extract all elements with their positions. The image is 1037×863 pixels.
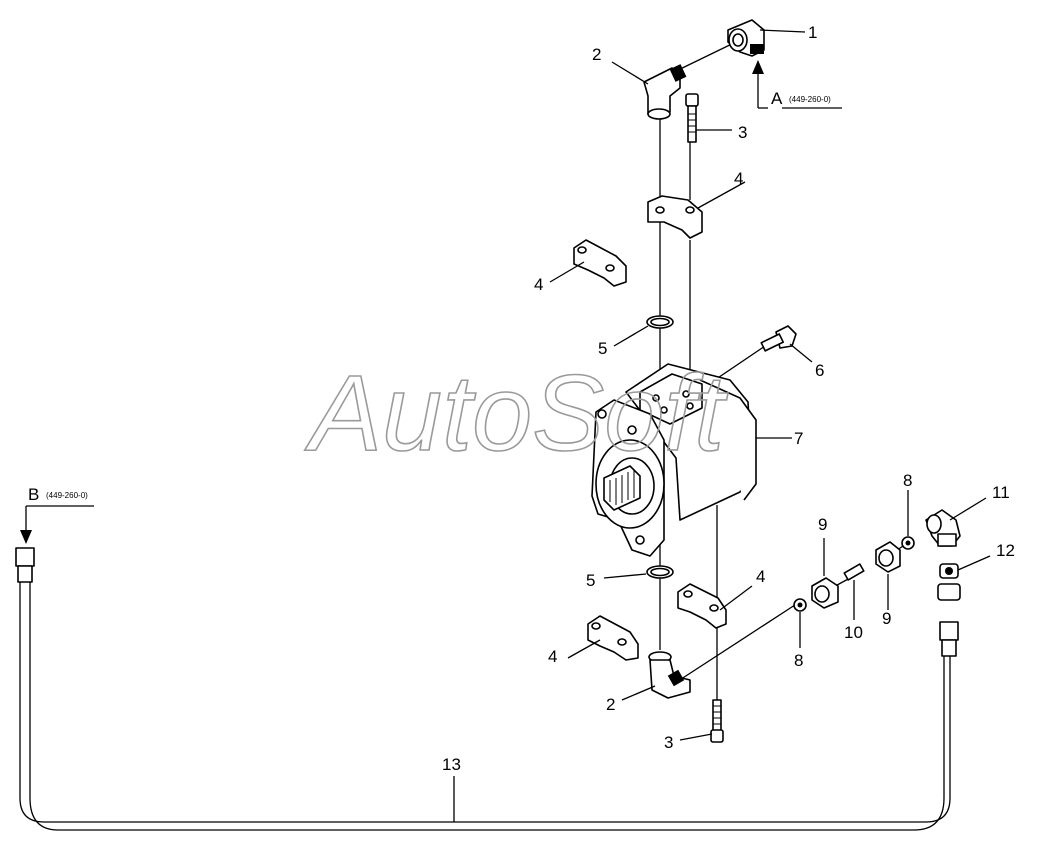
part-1-elbow-fitting [727,19,806,57]
part-4-clamp-left-lower [567,615,639,661]
part-4-clamp-top [647,181,746,239]
part-9-nut-upper [875,541,901,610]
ref-a-code: (449-260-0) [789,95,831,104]
callout-13: 13 [442,755,461,774]
callout-5: 5 [598,339,607,358]
part-3-bolt-top [685,93,732,143]
part-5-o-ring-bottom [603,565,674,579]
callout-7: 7 [794,429,803,448]
callout-9: 9 [882,609,891,628]
part-8-washer-upper [901,490,915,550]
callout-4: 4 [734,169,743,188]
part-5-o-ring-top [613,315,674,347]
callout-4: 4 [756,567,765,586]
ref-b-letter: B [28,485,39,504]
callout-8: 8 [794,651,803,670]
part-4-clamp-left-upper [549,239,627,287]
reference-b-marker [20,505,94,544]
part-4-clamp-right-lower [677,583,753,629]
part-2-elbow-top [611,61,687,120]
part-6-bolt [760,325,813,363]
part-13-hydraulic-hose [15,547,959,831]
callout-9: 9 [818,515,827,534]
callout-2: 2 [592,45,601,64]
part-2-elbow-bottom [621,651,691,701]
part-3-bolt-bottom [679,699,724,743]
part-7-gear-pump [591,363,792,557]
callout-4: 4 [548,647,557,666]
reference-a-marker [752,60,842,109]
callout-6: 6 [815,361,824,380]
watermark-text: AutoSoft [304,352,728,473]
ref-b-code: (449-260-0) [46,491,88,500]
callout-5: 5 [586,571,595,590]
part-11-elbow-right [925,497,987,547]
part-8-washer-lower [793,598,807,648]
ref-a-letter: A [771,89,783,108]
part-12-adapter [937,555,991,601]
callout-2: 2 [606,695,615,714]
callout-3: 3 [738,123,747,142]
callout-8: 8 [903,471,912,490]
callout-10: 10 [844,623,863,642]
callout-11: 11 [992,483,1010,502]
part-10-pin [843,563,865,620]
callout-12: 12 [996,541,1015,560]
callout-1: 1 [808,23,817,42]
part-9-nut-lower [811,538,839,609]
callout-3: 3 [664,733,673,752]
callout-4: 4 [534,275,543,294]
